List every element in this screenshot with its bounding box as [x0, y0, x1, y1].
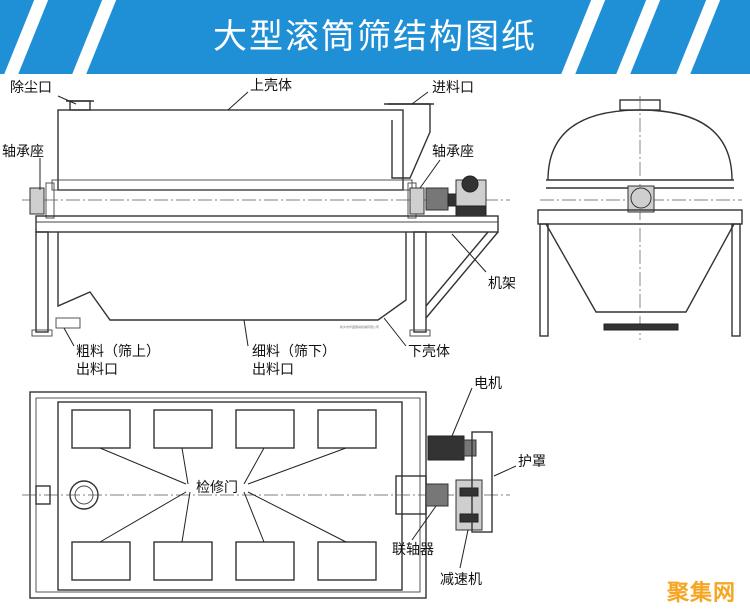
label-fine-line1: 细料（筛下） [252, 344, 336, 360]
lower-shell [57, 232, 407, 321]
leader-frame [451, 233, 487, 273]
top-bearing-left [35, 485, 51, 505]
inspection-door [317, 541, 377, 581]
inspection-door [153, 409, 213, 449]
upper-shell [57, 109, 404, 191]
leader-fine [243, 319, 249, 347]
leader-reducer [459, 529, 469, 569]
leader-door [181, 491, 191, 543]
callout-labels: 除尘口 上壳体 进料口 轴承座 轴承座 机架 粗料（筛上） 出料口 细料（筛下）… [2, 77, 546, 588]
leader-door [99, 447, 187, 485]
label-guard: 护罩 [518, 454, 546, 470]
foot-right [409, 329, 431, 337]
leader-lower-shell [383, 317, 407, 347]
top-motor-shaft [463, 439, 477, 457]
frame-brace-inner [425, 231, 489, 307]
label-upper-shell: 上壳体 [250, 77, 292, 94]
label-coarse-line2: 出料口 [76, 362, 118, 378]
leader-coarse [63, 327, 75, 347]
watermark: 新乡市华盛振动机械有限公司 [340, 324, 379, 329]
leader-coupling [411, 505, 437, 541]
reducer-top [461, 175, 479, 193]
side-leg-right [731, 223, 741, 337]
leader-motor [451, 387, 473, 437]
side-hopper [545, 223, 735, 313]
page-title: 大型滚筒筛结构图纸 [213, 17, 537, 57]
leader-door [247, 491, 347, 543]
leader-door [99, 491, 187, 543]
top-reducer-detail [459, 487, 479, 497]
inspection-door [317, 409, 377, 449]
top-feed-port-inner [74, 485, 94, 505]
label-motor: 电机 [474, 376, 502, 392]
coupling-hub [447, 193, 457, 207]
top-reducer-detail [459, 513, 479, 523]
top-view [22, 391, 510, 599]
coupling [425, 187, 449, 211]
front-view: 新乡市华盛振动机械有限公司 [22, 100, 510, 337]
drum-band [51, 179, 413, 191]
leader-guard [493, 465, 517, 477]
leader-door [243, 447, 265, 485]
inspection-door [153, 541, 213, 581]
leader-door [247, 447, 347, 485]
site-logo: 聚集网 [666, 581, 736, 606]
label-frame: 机架 [488, 276, 516, 292]
label-reducer: 减速机 [440, 572, 482, 588]
side-frame-beam [537, 209, 743, 225]
inspection-door [235, 541, 295, 581]
side-leg-left [539, 223, 549, 337]
foot-left [31, 329, 53, 337]
label-bearing-right: 轴承座 [432, 144, 474, 160]
label-inspection-door: 检修门 [196, 480, 238, 496]
top-motor [427, 435, 465, 461]
leader-lines [39, 91, 517, 569]
inspection-door [235, 409, 295, 449]
inspection-door [71, 409, 131, 449]
label-lower-shell: 下壳体 [408, 343, 450, 360]
leader-upper-shell [227, 91, 249, 111]
top-coupling [425, 483, 449, 507]
drum-flange-left [45, 182, 55, 219]
bearing-block-left [29, 187, 45, 215]
label-bearing-left: 轴承座 [2, 144, 44, 160]
top-body [57, 401, 403, 591]
label-coupling: 联轴器 [392, 542, 434, 558]
feed-port [388, 103, 431, 179]
top-feed-port [69, 480, 99, 510]
leader-dust-port [57, 95, 77, 105]
leg-left [35, 231, 49, 333]
leader-door [243, 491, 265, 543]
bearing-block-right [409, 187, 425, 215]
frame-beam [35, 215, 499, 233]
top-guard [471, 431, 493, 533]
label-fine-line2: 出料口 [252, 362, 294, 378]
side-view [537, 96, 743, 340]
title-banner: 大型滚筒筛结构图纸 [0, 0, 750, 74]
reducer-base [455, 205, 487, 217]
side-bearing-hub [630, 187, 652, 209]
inspection-door [71, 541, 131, 581]
label-dust-port: 除尘口 [10, 80, 52, 96]
leg-right [413, 231, 427, 333]
leader-door [181, 447, 189, 485]
label-coarse-line1: 粗料（筛上） [76, 344, 160, 360]
frame-brace [425, 231, 499, 319]
leader-feed-port [411, 91, 429, 105]
side-outlet [603, 323, 679, 331]
coarse-outlet [55, 317, 81, 329]
label-feed-port: 进料口 [432, 80, 474, 96]
leader-bearing-right [419, 159, 441, 189]
